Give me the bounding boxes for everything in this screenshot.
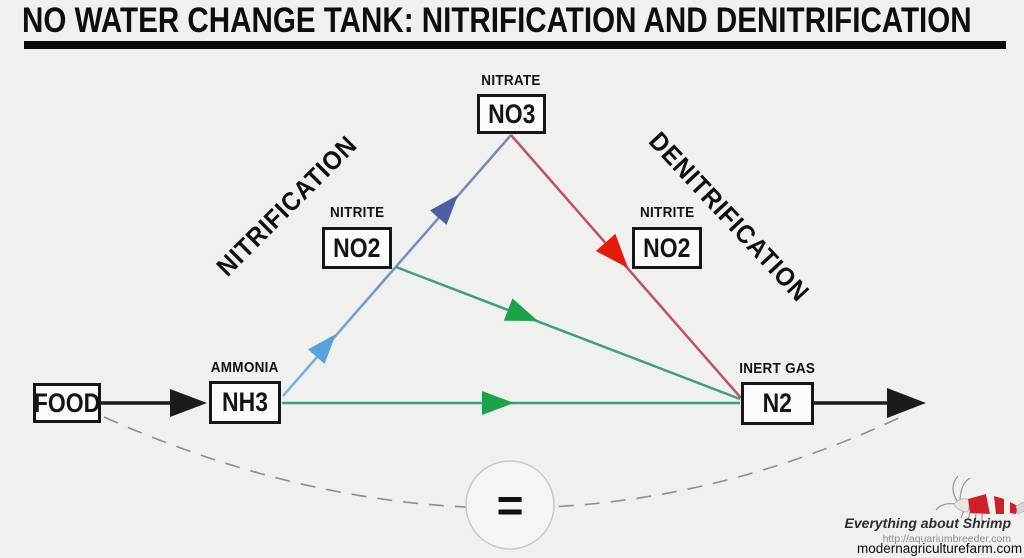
node-nitrite-left: NO2 — [322, 227, 392, 269]
node-food: FOOD — [33, 383, 101, 423]
arrow-food-to-ammonia — [101, 389, 207, 417]
brand-text: Everything about Shrimp — [844, 515, 1011, 531]
equals-symbol: = — [496, 479, 524, 531]
node-nitrate: NO3 — [477, 94, 546, 134]
page-title: NO WATER CHANGE TANK: NITRIFICATION AND … — [22, 1, 972, 40]
node-inert-gas: N2 — [741, 382, 814, 425]
inert-gas-name-label: INERT GAS — [739, 360, 815, 377]
nitrite-left-formula: NO2 — [333, 232, 381, 263]
nitrite-right-name-label: NITRITE — [639, 204, 695, 221]
equals-circle — [465, 460, 555, 550]
ammonia-formula: NH3 — [222, 387, 268, 417]
watermark-text: modernagriculturefarm.com — [857, 541, 1023, 556]
arrow-ammonia-to-n2 — [282, 391, 740, 415]
brand-url-text: http://aquariumbreeder.com — [882, 533, 1011, 545]
node-nitrite-right: NO2 — [632, 227, 702, 269]
arrow-nitrite-to-n2 — [395, 265, 741, 401]
food-label: FOOD — [33, 387, 101, 418]
nitrate-name-label: NITRATE — [481, 72, 541, 89]
title-underline — [24, 41, 1006, 49]
inert-gas-formula: N2 — [762, 388, 793, 418]
node-ammonia: NH3 — [209, 381, 281, 424]
nitrite-left-name-label: NITRITE — [329, 204, 385, 221]
shrimp-logo-icon — [935, 475, 1024, 522]
arrow-nitrate-to-n2 — [510, 134, 742, 399]
nitrite-right-formula: NO2 — [643, 232, 691, 263]
nitrate-formula: NO3 — [487, 98, 536, 129]
arrow-ammonia-to-nitrate — [282, 134, 512, 397]
ammonia-name-label: AMMONIA — [211, 359, 279, 376]
arrow-n2-to-out — [814, 388, 926, 418]
